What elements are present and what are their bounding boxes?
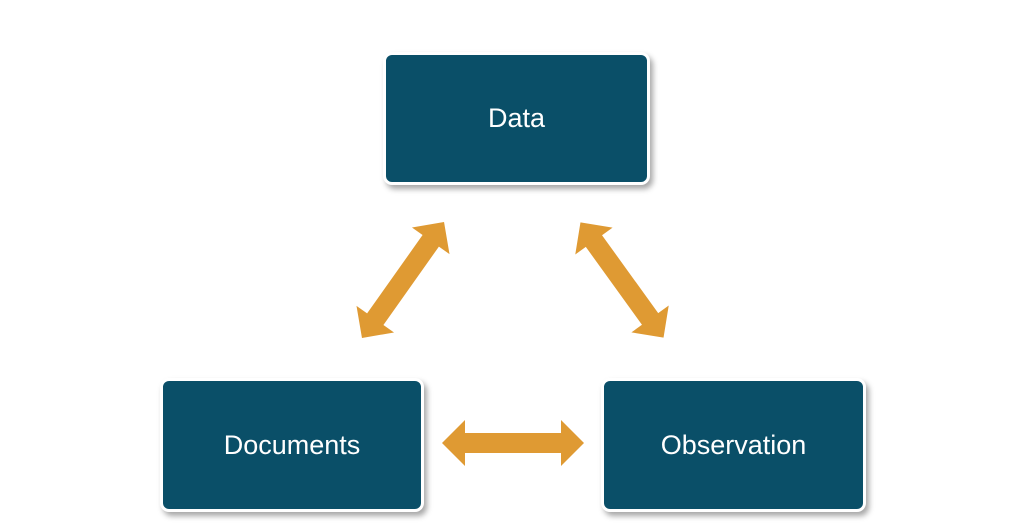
node-data: Data: [383, 52, 650, 185]
node-data-label: Data: [487, 103, 546, 133]
arrow-documents-observation: [442, 420, 584, 466]
node-observation-label: Observation: [660, 429, 807, 460]
arrow-data-observation: [561, 208, 683, 352]
node-observation: Observation: [601, 378, 866, 512]
node-documents: Documents: [160, 378, 424, 512]
arrow-documents-data: [343, 208, 463, 352]
node-documents-label: Documents: [223, 429, 361, 460]
